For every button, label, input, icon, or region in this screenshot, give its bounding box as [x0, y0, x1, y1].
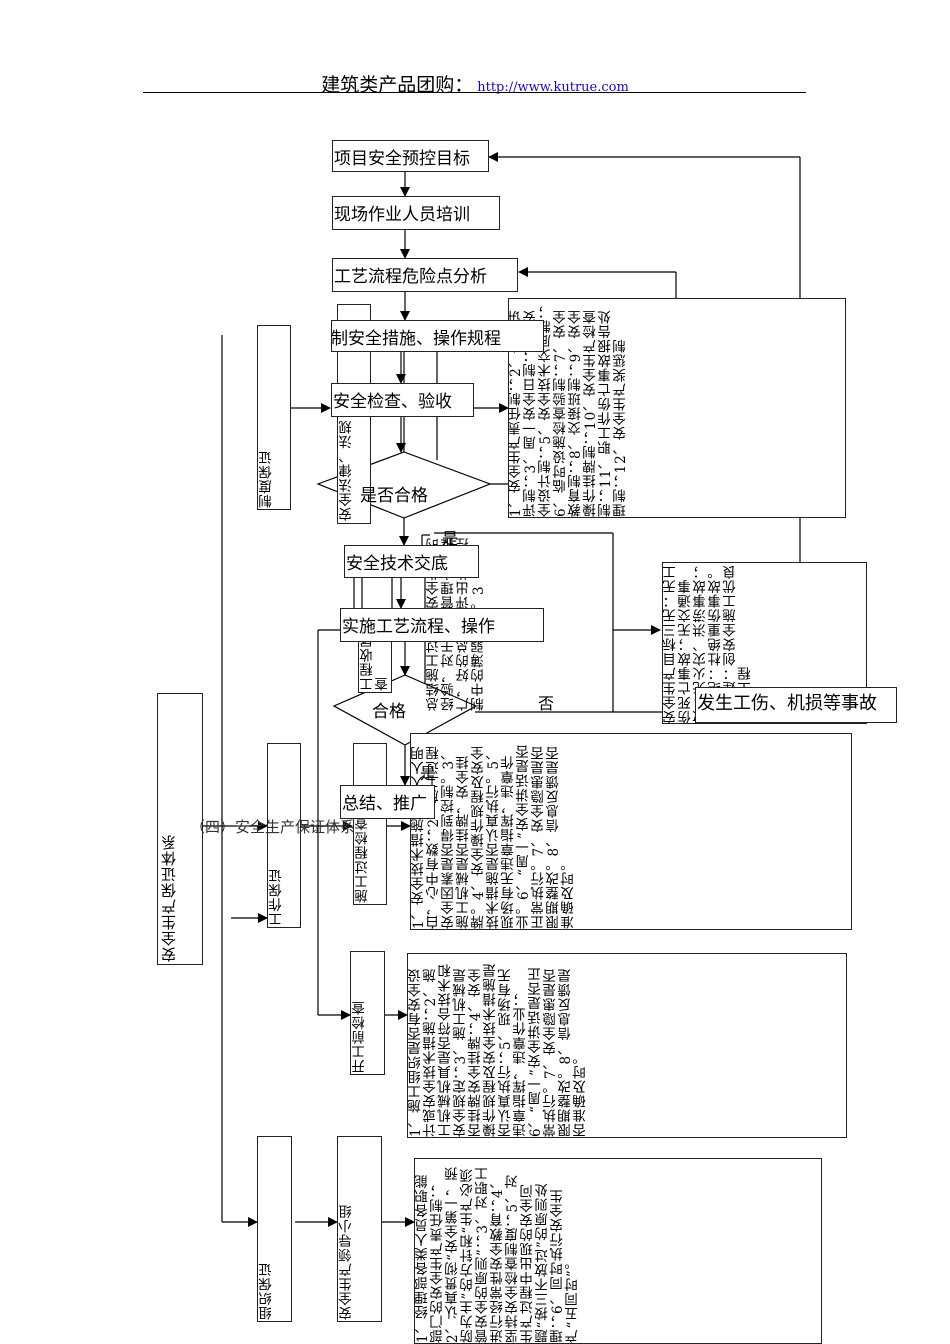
implement-box: 实施工艺流程、操作	[340, 608, 544, 642]
org-text-box: 1、经理部各类人员各职能部门的安全生产责任制；2、认真贯彻“安全第一，预防为主”…	[414, 1158, 822, 1344]
pre-start-check-label: 开工前检查	[352, 1000, 368, 1074]
summary-label: 总结、推广	[342, 794, 427, 814]
summary-box: 总结、推广	[340, 785, 435, 819]
process-check-text: 1、安全技术措施是否人人明白，心中有数；2、施工过程安全因素是否得到控制。3、施…	[411, 744, 577, 929]
institution-guarantee-label: 制度保证	[259, 450, 275, 508]
target-box: 项目安全预控目标	[332, 140, 489, 172]
process-check-box: 1、安全技术措施是否人人明白，心中有数；2、施工过程安全因素是否得到控制。3、施…	[410, 733, 852, 930]
leader-group-box: 安全生产领导小组	[337, 1136, 382, 1322]
system-guarantee-box: 安全生产保证体系	[157, 693, 203, 965]
qualified-label: 合格	[372, 702, 406, 722]
rules-box: 1、安全生产责任制；2、安全讲评制；3、周一安全日制；4、安全设计制；5、安全技…	[508, 298, 846, 518]
header-rule	[143, 92, 806, 93]
process-inspection-box: 施工过程检查	[353, 743, 387, 905]
yes-label-1: 是	[442, 529, 459, 548]
yes-label-2: 是	[420, 764, 437, 783]
tech-briefing-box: 安全技术交底	[344, 545, 479, 578]
institution-guarantee-box: 制度保证	[257, 325, 291, 510]
hazard-analysis-label: 工艺流程危险点分析	[334, 267, 487, 287]
pre-start-check-box: 开工前检查	[350, 951, 385, 1075]
measures-label: 定制安全措施、操作规程	[331, 329, 501, 349]
system-guarantee-label: 安全生产保证体系	[160, 834, 178, 962]
measures-box: 定制安全措施、操作规程	[331, 320, 544, 352]
accident-box: 发生工伤、机损等事故	[695, 687, 897, 723]
org-guarantee-box: 组织保证	[257, 1136, 292, 1322]
hazard-analysis-box: 工艺流程危险点分析	[332, 258, 518, 292]
accident-label: 发生工伤、机损等事故	[697, 693, 877, 714]
org-text: 1、经理部各类人员各职能部门的安全生产责任制；2、认真贯彻“安全第一，预防为主”…	[415, 1166, 581, 1343]
no-label: 否	[538, 694, 555, 713]
header-link[interactable]: http://www.kutrue.com	[477, 80, 629, 95]
leader-group-label: 安全生产领导小组	[339, 1204, 355, 1320]
process-inspection-label: 施工过程检查	[355, 816, 371, 903]
page-header: 建筑类产品团购：http://www.kutrue.com	[0, 70, 950, 97]
qualified-question-label: 是否合格	[360, 486, 428, 506]
work-guarantee-box: 工作保证	[267, 743, 301, 928]
org-guarantee-label: 组织保证	[259, 1262, 275, 1320]
pre-start-check-text: 1、施工组织是否有安全设计或安全技术措施；2、施工机械机具是否符合技术和安全规定…	[408, 963, 589, 1137]
section-label: （四）安全生产保证体系	[190, 818, 356, 836]
tech-briefing-label: 安全技术交底	[346, 554, 448, 574]
inspection-box: 安全检查、验收	[331, 383, 474, 417]
inspection-label: 安全检查、验收	[333, 392, 452, 412]
pre-start-check-text-box: 1、施工组织是否有安全设计或安全技术措施；2、施工机械机具是否符合技术和安全规定…	[407, 953, 847, 1138]
training-box: 现场作业人员培训	[332, 196, 500, 230]
training-label: 现场作业人员培训	[334, 205, 470, 225]
header-title: 建筑类产品团购：	[321, 74, 474, 96]
implement-label: 实施工艺流程、操作	[342, 617, 495, 637]
target-label: 项目安全预控目标	[334, 149, 470, 169]
